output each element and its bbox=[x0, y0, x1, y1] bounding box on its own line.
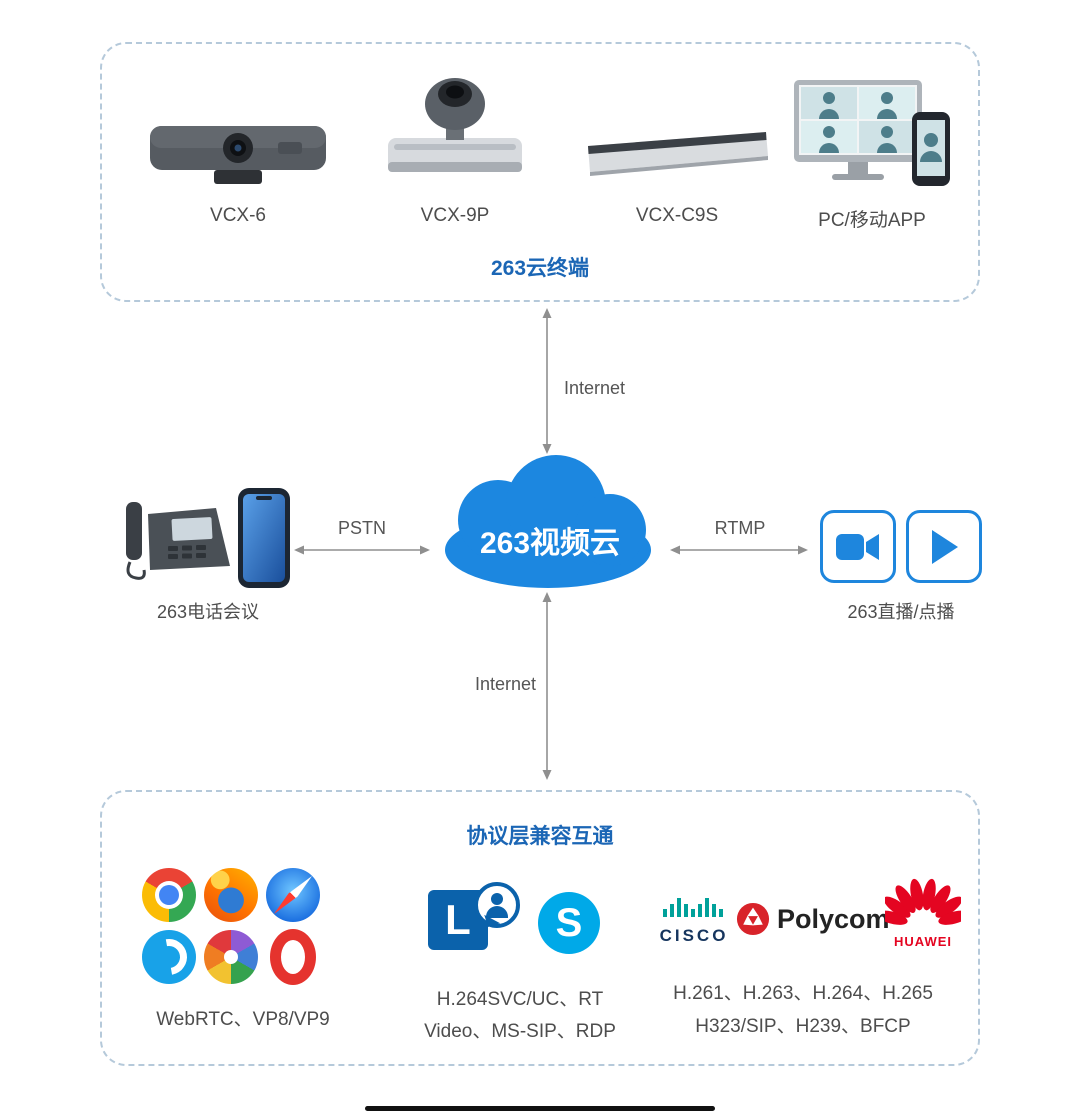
vendor-protocols-line2: H323/SIP、H239、BFCP bbox=[695, 1016, 911, 1037]
rtmp-arrow bbox=[670, 545, 808, 555]
lync-bubble bbox=[474, 882, 520, 928]
polycom-logo: Polycom bbox=[736, 902, 890, 936]
cloud-label: 263视频云 bbox=[480, 527, 620, 560]
phone-conference-label: 263电话会议 bbox=[156, 602, 260, 622]
ms-protocols-line1: H.264SVC/UC、RT bbox=[436, 989, 604, 1010]
phone-conference-image bbox=[126, 488, 290, 588]
firefox-icon bbox=[204, 868, 258, 922]
video-cloud: 263视频云 bbox=[445, 455, 651, 588]
lync-icon: L bbox=[428, 882, 528, 954]
polycom-emblem-icon bbox=[736, 902, 770, 936]
internet-top-arrow bbox=[542, 308, 552, 454]
ms-protocols-line2: Video、MS-SIP、RDP bbox=[424, 1021, 616, 1042]
pc-mobile-app-image bbox=[794, 80, 950, 186]
chrome-icon bbox=[142, 868, 196, 922]
pstn-label: PSTN bbox=[337, 518, 386, 538]
vcx6-device-image bbox=[150, 126, 326, 184]
huawei-flower-icon bbox=[876, 878, 970, 925]
pc-mobile-app-label: PC/移动APP bbox=[818, 210, 926, 231]
vendor-protocols-line1: H.261、H.263、H.264、H.265 bbox=[673, 983, 933, 1004]
cisco-bars-icon bbox=[663, 898, 723, 917]
cisco-wordmark: CISCO bbox=[659, 926, 729, 945]
vcxc9s-label: VCX-C9S bbox=[635, 205, 719, 226]
vcxc9s-device-image bbox=[588, 132, 768, 176]
video-camera-icon bbox=[836, 533, 879, 560]
lync-letter: L bbox=[445, 896, 471, 943]
browser-icon-grid bbox=[138, 864, 324, 988]
live-camera-box bbox=[820, 510, 896, 583]
webrtc-label: WebRTC、VP8/VP9 bbox=[156, 1009, 330, 1030]
opera-icon bbox=[270, 929, 316, 985]
vcx6-label: VCX-6 bbox=[210, 205, 266, 226]
huawei-wordmark: HUAWEI bbox=[894, 934, 952, 949]
vcx9p-label: VCX-9P bbox=[420, 205, 490, 226]
huawei-logo: HUAWEI bbox=[876, 876, 970, 949]
lync-person-glyph bbox=[486, 893, 508, 918]
cisco-logo: CISCO bbox=[652, 893, 736, 946]
pinwheel-browser-icon bbox=[204, 930, 258, 984]
terminals-box-title: 263云终端 bbox=[490, 257, 590, 280]
rtmp-label: RTMP bbox=[714, 518, 766, 538]
live-vod-label: 263直播/点播 bbox=[847, 602, 955, 622]
protocol-box-title: 协议层兼容互通 bbox=[466, 825, 614, 848]
internet-bottom-arrow bbox=[542, 592, 552, 780]
play-icon bbox=[932, 529, 958, 564]
safari-icon bbox=[266, 868, 320, 922]
internet-bottom-label: Internet bbox=[474, 674, 536, 694]
skype-icon: S bbox=[538, 892, 600, 954]
polycom-wordmark: Polycom bbox=[777, 903, 890, 934]
bottom-divider bbox=[365, 1106, 715, 1111]
vcx9p-device-image bbox=[388, 78, 522, 172]
skype-letter: S bbox=[555, 900, 583, 945]
internet-top-label: Internet bbox=[564, 378, 626, 398]
vod-play-box bbox=[906, 510, 982, 583]
pstn-arrow bbox=[294, 545, 430, 555]
qq-browser-icon bbox=[142, 930, 196, 984]
